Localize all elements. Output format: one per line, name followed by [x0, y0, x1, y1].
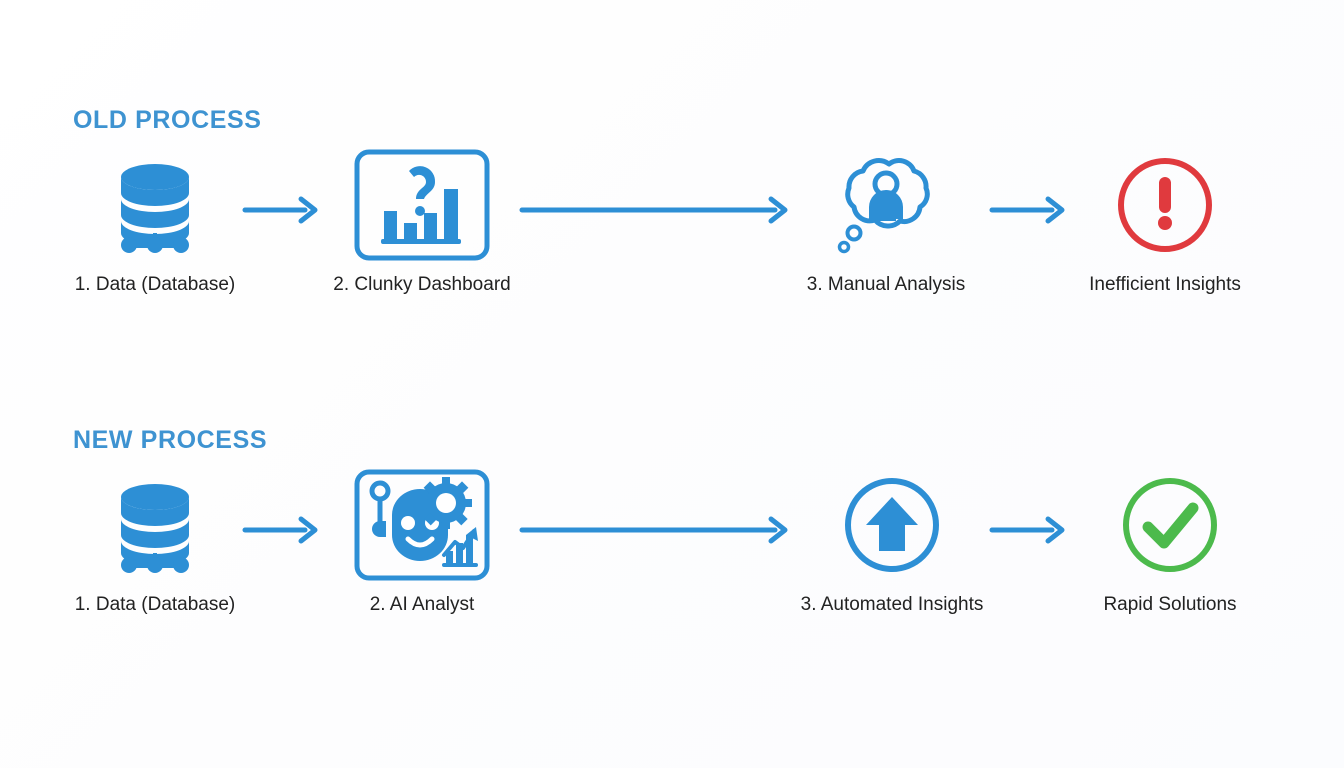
- clunky-dashboard-icon: [302, 149, 542, 261]
- step-label: 3. Manual Analysis: [806, 274, 966, 295]
- database-icon: [35, 150, 275, 260]
- step-label: 2. Clunky Dashboard: [333, 274, 511, 295]
- step-label: 3. Automated Insights: [800, 594, 984, 615]
- arrow-new-2: [519, 516, 795, 544]
- database-icon: [35, 470, 275, 580]
- new-process-row: 1. Data (Database): [0, 469, 1344, 650]
- thought-bubble-person-icon: [766, 150, 1006, 260]
- step-old-outcome: Inefficient Insights: [1045, 150, 1285, 296]
- step-label: Inefficient Insights: [1089, 274, 1241, 295]
- error-exclamation-icon: [1045, 150, 1285, 260]
- step-new-outcome: Rapid Solutions: [1050, 470, 1290, 616]
- step-new-ai-analyst: 2. AI Analyst: [302, 469, 542, 616]
- step-label: 1. Data (Database): [74, 594, 236, 615]
- step-old-database: 1. Data (Database): [35, 150, 275, 296]
- step-label: 1. Data (Database): [74, 274, 236, 295]
- step-old-dashboard: 2. Clunky Dashboard: [302, 149, 542, 296]
- ai-robot-analyst-icon: [302, 469, 542, 581]
- step-label: 2. AI Analyst: [369, 594, 475, 615]
- step-new-automated-insights: 3. Automated Insights: [772, 470, 1012, 616]
- arrow-old-3: [989, 196, 1072, 224]
- step-label: Rapid Solutions: [1103, 594, 1237, 615]
- step-old-manual-analysis: 3. Manual Analysis: [766, 150, 1006, 296]
- arrow-new-3: [989, 516, 1072, 544]
- new-process-heading: NEW PROCESS: [73, 426, 268, 454]
- success-check-icon: [1050, 470, 1290, 580]
- step-new-database: 1. Data (Database): [35, 470, 275, 616]
- up-arrow-circle-icon: [772, 470, 1012, 580]
- old-process-heading: OLD PROCESS: [73, 106, 262, 134]
- arrow-old-1: [242, 196, 325, 224]
- arrow-new-1: [242, 516, 325, 544]
- old-process-row: 1. Data (Database): [0, 149, 1344, 330]
- arrow-old-2: [519, 196, 795, 224]
